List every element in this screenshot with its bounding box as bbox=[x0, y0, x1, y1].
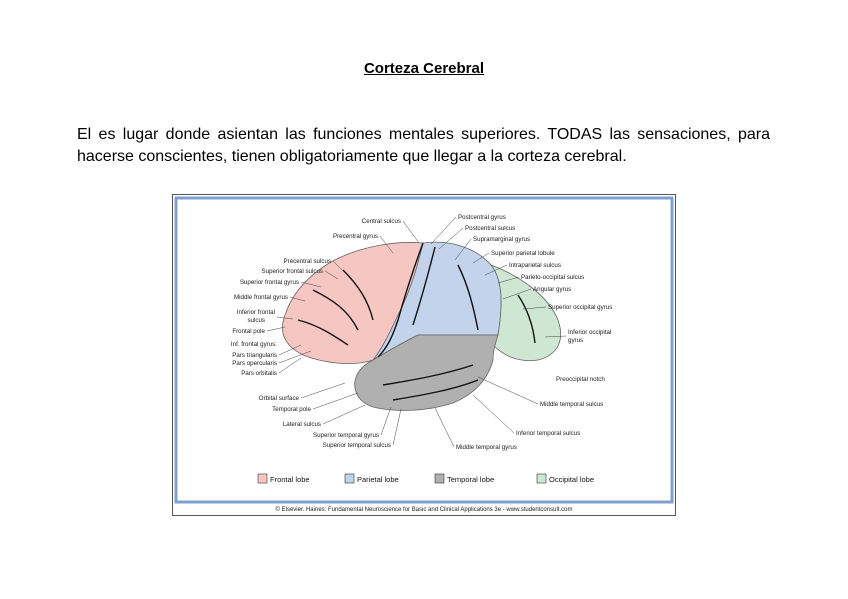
label-middle-frontal-gyrus: Middle frontal gyrus bbox=[234, 294, 288, 301]
label-orbital-surface: Orbital surface bbox=[259, 395, 300, 402]
figure-frame bbox=[174, 196, 674, 504]
label-supramarginal-gyrus: Supramarginal gyrus bbox=[473, 236, 530, 243]
brain-figure: Central sulcus Precentral gyrus Precentr… bbox=[172, 194, 676, 516]
label-inf-frontal-gyrus: Inf. frontal gyrus: bbox=[231, 341, 277, 348]
right-labels: Postcentral gyrus Postcentral sulcus Sup… bbox=[456, 214, 612, 451]
label-superior-frontal-gyrus: Superior frontal gyrus bbox=[240, 279, 299, 286]
label-postcentral-gyrus: Postcentral gyrus bbox=[458, 214, 506, 221]
label-frontal-pole: Frontal pole bbox=[232, 328, 265, 335]
label-superior-parietal-lobule: Superior parietal lobule bbox=[491, 250, 555, 257]
legend-swatch-temporal bbox=[434, 473, 445, 484]
label-central-sulcus: Central sulcus bbox=[362, 218, 401, 225]
label-inferior-occipital-gyrus: gyrus bbox=[568, 337, 583, 344]
label-parieto-occipital-sulcus: Parieto-occipital sulcus bbox=[521, 274, 584, 281]
label-angular-gyrus: Angular gyrus bbox=[533, 286, 571, 293]
body-paragraph: El es lugar donde asientan las funciones… bbox=[77, 126, 770, 165]
occipital-lobe bbox=[489, 264, 562, 362]
legend-swatch-frontal bbox=[257, 473, 268, 484]
legend-swatch-parietal bbox=[344, 473, 355, 484]
label-superior-occipital-gyrus: Superior occipital gyrus bbox=[548, 304, 612, 311]
label-pars-opercularis: Pars opercularis bbox=[232, 360, 277, 367]
label-superior-frontal-sulcus: Superior frontal sulcus bbox=[261, 268, 323, 275]
label-inferior-frontal-sulcus: sulcus bbox=[247, 317, 265, 324]
legend-temporal: Temporal lobe bbox=[447, 475, 494, 484]
legend-frontal: Frontal lobe bbox=[270, 475, 310, 484]
brain-diagram: Central sulcus Precentral gyrus Precentr… bbox=[174, 196, 674, 504]
label-superior-temporal-gyrus: Superior temporal gyrus bbox=[313, 432, 379, 439]
legend: Frontal lobe Parietal lobe Temporal lobe… bbox=[257, 473, 594, 484]
legend-swatch-occipital bbox=[536, 473, 547, 484]
label-inferior-frontal: Inferior frontal bbox=[237, 309, 275, 316]
sulci-lines bbox=[297, 242, 536, 401]
legend-parietal: Parietal lobe bbox=[357, 475, 399, 484]
label-postcentral-sulcus: Postcentral sulcus bbox=[465, 225, 515, 232]
label-pars-triangularis: Pars triangularis bbox=[232, 352, 277, 359]
label-inferior-temporal-sulcus: Inferior temporal sulcus bbox=[516, 430, 580, 437]
leader-lines bbox=[266, 216, 567, 448]
label-intraparietal-sulcus: Intraparietal sulcus bbox=[509, 262, 561, 269]
label-preoccipital-notch: Preoccipital notch bbox=[556, 376, 605, 383]
label-middle-temporal-sulcus: Middle temporal sulcus bbox=[540, 401, 603, 408]
label-pars-orbitalis: Pars orbitalis bbox=[241, 370, 277, 377]
label-precentral-gyrus: Precentral gyrus bbox=[333, 233, 378, 240]
label-inferior-occipital: Inferior occipital bbox=[568, 329, 611, 336]
label-lateral-sulcus: Lateral sulcus bbox=[283, 421, 321, 428]
label-temporal-pole: Temporal pole bbox=[272, 406, 311, 413]
legend-occipital: Occipital lobe bbox=[549, 475, 594, 484]
label-precentral-sulcus: Precentral sulcus bbox=[284, 258, 331, 265]
label-superior-temporal-sulcus: Superior temporal sulcus bbox=[323, 442, 391, 449]
figure-credit: © Elsevier. Haines: Fundamental Neurosci… bbox=[275, 507, 573, 513]
left-labels: Central sulcus Precentral gyrus Precentr… bbox=[231, 218, 401, 449]
label-middle-temporal-gyrus: Middle temporal gyrus bbox=[456, 444, 517, 451]
temporal-lobe bbox=[354, 334, 499, 411]
page-title: Corteza Cerebral bbox=[363, 60, 485, 77]
